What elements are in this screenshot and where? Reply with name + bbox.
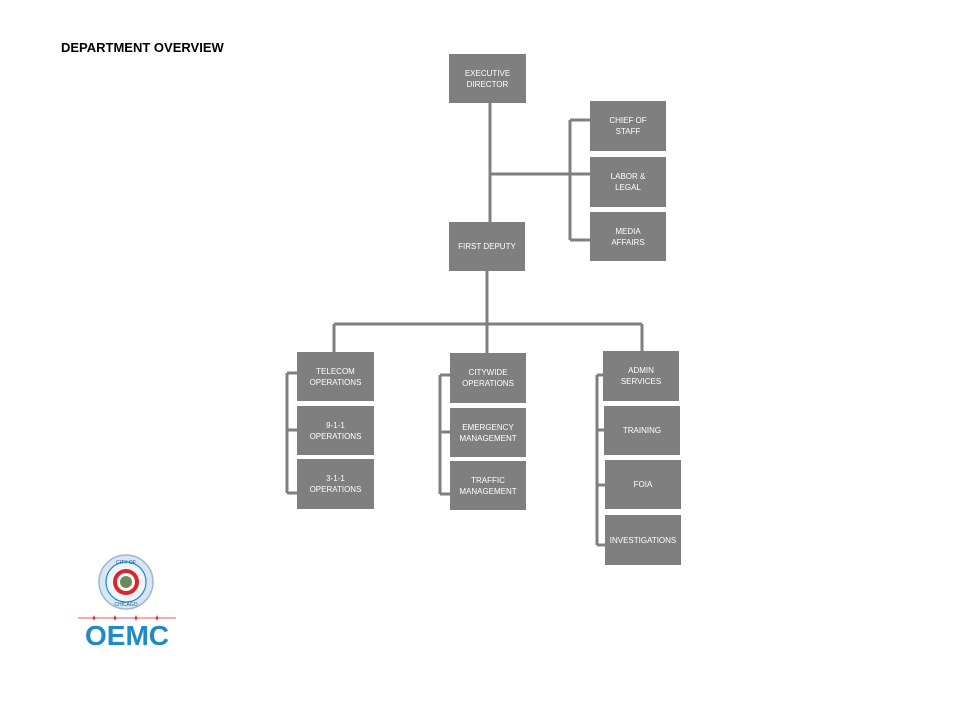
svg-text:CHICAGO: CHICAGO	[114, 602, 137, 608]
node-traffic-management: TRAFFIC MANAGEMENT	[450, 461, 526, 510]
node-foia: FOIA	[605, 460, 681, 509]
node-labor-legal: LABOR & LEGAL	[590, 157, 666, 207]
page-title: DEPARTMENT OVERVIEW	[61, 40, 224, 55]
node-media-affairs: MEDIA AFFAIRS	[590, 212, 666, 261]
node-training: TRAINING	[604, 406, 680, 455]
node-telecom-operations: TELECOM OPERATIONS	[297, 352, 374, 401]
node-911-operations: 9-1-1 OPERATIONS	[297, 406, 374, 455]
node-311-operations: 3-1-1 OPERATIONS	[297, 459, 374, 509]
oemc-seal-logo: CITY OF CHICAGO	[78, 554, 176, 621]
node-first-deputy: FIRST DEPUTY	[449, 222, 525, 271]
svg-text:CITY OF: CITY OF	[116, 560, 136, 566]
node-investigations: INVESTIGATIONS	[605, 515, 681, 565]
node-admin-services: ADMIN SERVICES	[603, 351, 679, 401]
node-emergency-management: EMERGENCY MANAGEMENT	[450, 408, 526, 457]
oemc-logo-text: OEMC	[85, 620, 169, 651]
node-citywide-operations: CITYWIDE OPERATIONS	[450, 353, 526, 403]
node-chief-of-staff: CHIEF OF STAFF	[590, 101, 666, 151]
node-executive-director: EXECUTIVE DIRECTOR	[449, 54, 526, 103]
